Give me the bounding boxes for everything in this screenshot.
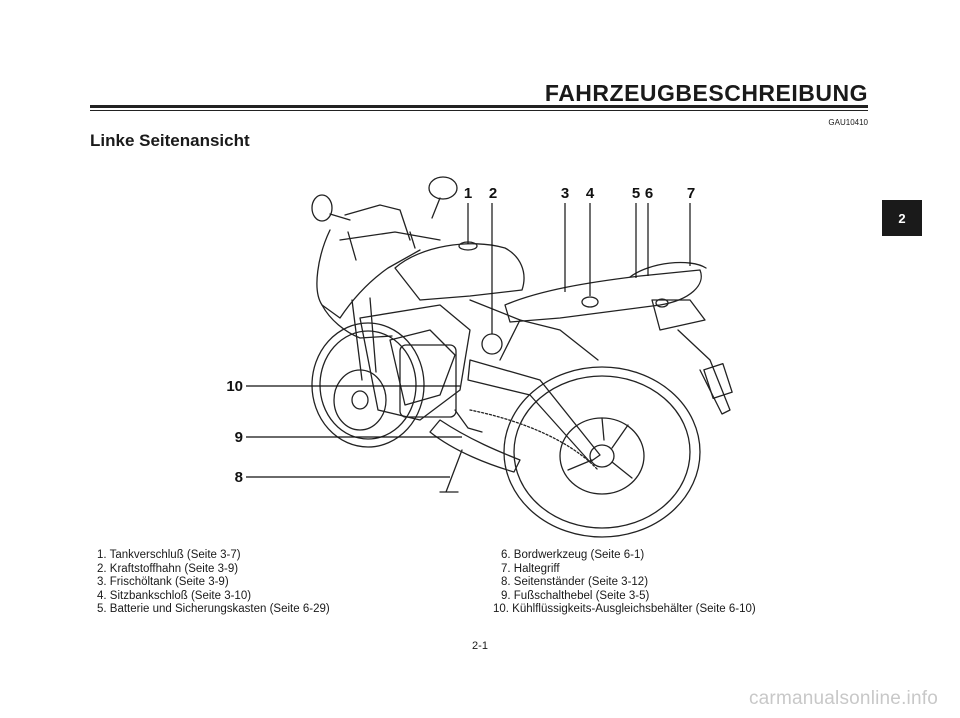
- callout-2: 2: [489, 185, 497, 202]
- shift-lever: [454, 409, 483, 433]
- page-number: 2-1: [472, 640, 488, 652]
- tail-section: [651, 299, 706, 331]
- legend-item: 9. Fußschalthebel (Seite 3-5): [501, 589, 650, 602]
- callout-9: 9: [235, 429, 243, 446]
- fuel-cap-knob: [481, 333, 503, 355]
- front-wheel: [311, 322, 425, 448]
- legend-item: 8. Seitenständer (Seite 3-12): [501, 576, 649, 588]
- legend-item: 3. Frischöltank (Seite 3-9): [97, 576, 229, 588]
- fuel-tank: [394, 243, 525, 301]
- seat-lock: [581, 296, 599, 308]
- header-rule: [90, 105, 868, 108]
- callout-3: 3: [561, 185, 569, 202]
- legend-item: 10. Kühlflüssigkeits-Ausgleichsbehälter …: [493, 603, 756, 615]
- right-mirror: [428, 176, 458, 200]
- seat: [504, 269, 702, 323]
- legend-item: 1. Tankverschluß (Seite 3-7): [97, 549, 241, 561]
- legend-left: 1. Tankverschluß (Seite 3-7) 2. Kraftsto…: [97, 549, 330, 617]
- legend-item: 5. Batterie und Sicherungskasten (Seite …: [97, 603, 330, 615]
- callout-10: 10: [226, 378, 243, 395]
- callout-1: 1: [464, 185, 472, 202]
- legend-item: 4. Sitzbankschloß (Seite 3-10): [97, 589, 252, 602]
- header-rule-thin: [90, 110, 868, 111]
- legend-item: 6. Bordwerkzeug (Seite 6-1): [501, 549, 645, 561]
- legend-item: 7. Haltegriff: [501, 562, 560, 575]
- radiator-cover: [399, 344, 457, 418]
- exhaust: [429, 419, 521, 473]
- rear-wheel: [503, 366, 701, 538]
- chapter-title: FAHRZEUGBESCHREIBUNG: [544, 80, 868, 106]
- document-code: GAU10410: [828, 118, 868, 127]
- callout-5: 5: [632, 185, 640, 202]
- chapter-tab[interactable]: 2: [882, 200, 922, 236]
- left-mirror: [311, 194, 333, 222]
- legend-right: 6. Bordwerkzeug (Seite 6-1) 7. Haltegrif…: [493, 549, 756, 617]
- legend-item: 2. Kraftstoffhahn (Seite 3-9): [97, 562, 239, 575]
- callout-7: 7: [687, 185, 695, 202]
- callout-8: 8: [235, 469, 243, 486]
- section-heading: Linke Seitenansicht: [90, 131, 250, 150]
- callout-4: 4: [586, 185, 595, 202]
- side-stand: [439, 449, 463, 493]
- front-fairing: [316, 229, 421, 319]
- side-fairing: [359, 304, 471, 421]
- watermark: carmanualsonline.info: [748, 688, 938, 709]
- callout-6: 6: [645, 185, 653, 202]
